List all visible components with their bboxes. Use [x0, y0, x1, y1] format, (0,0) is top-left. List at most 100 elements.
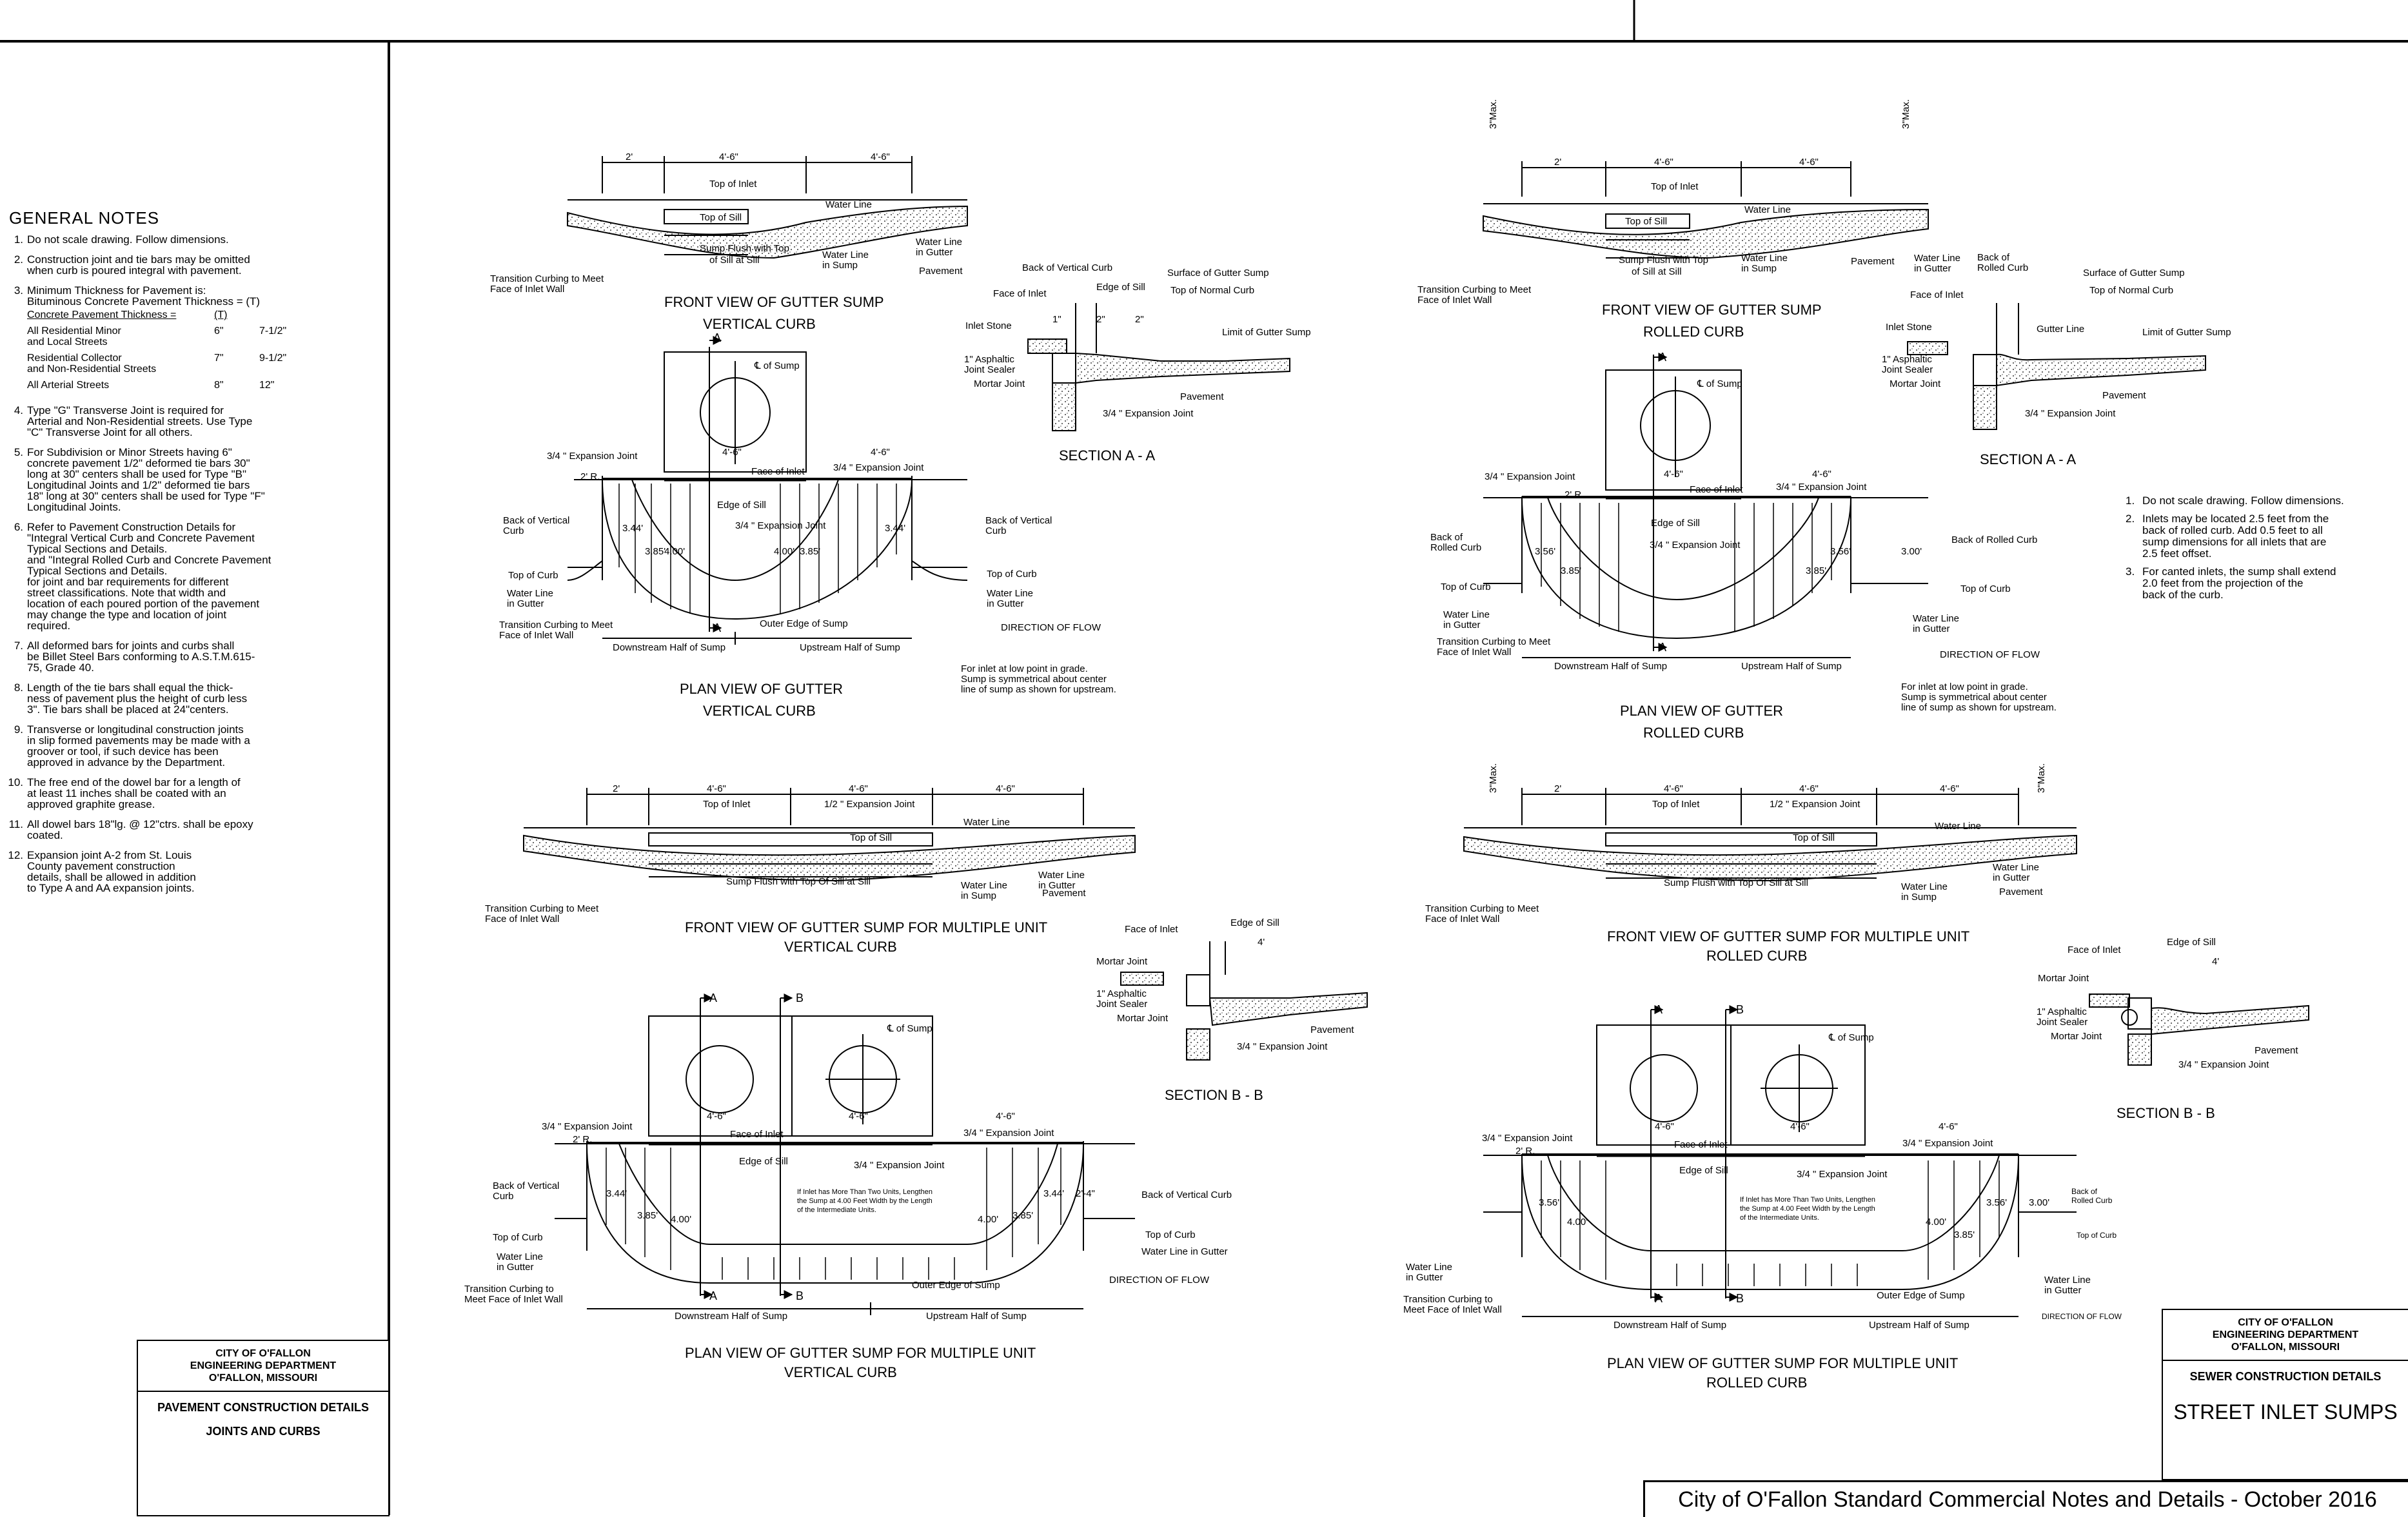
svg-text:For inlet at low point in grad: For inlet at low point in grade. [1901, 681, 2028, 692]
svg-text:PLAN VIEW OF GUTTER: PLAN VIEW OF GUTTER [1620, 703, 1783, 719]
svg-text:Water Line: Water Line [916, 237, 962, 248]
note-4: 4.Type "G" Transverse Joint is required … [14, 404, 253, 438]
svg-text:Top of Inlet: Top of Inlet [703, 799, 751, 810]
svg-text:3.00': 3.00' [1901, 546, 1922, 557]
svg-text:4'-6": 4'-6" [1940, 783, 1959, 794]
svg-text:3/4 " Expansion Joint: 3/4 " Expansion Joint [2178, 1059, 2269, 1070]
svg-text:A: A [1655, 1292, 1663, 1305]
svg-text:4.00': 4.00' [671, 1214, 691, 1225]
svg-text:3/4 " Expansion Joint: 3/4 " Expansion Joint [2025, 408, 2116, 419]
svg-text:in Gutter: in Gutter [916, 247, 953, 258]
svg-text:Upstream Half of Sump: Upstream Half of Sump [1741, 661, 1842, 672]
svg-text:3.85': 3.85' [1954, 1229, 1975, 1240]
svg-text:Mortar Joint: Mortar Joint [2038, 973, 2089, 984]
svg-text:2' R.: 2' R. [1515, 1146, 1535, 1157]
svg-text:4': 4' [1258, 937, 1265, 948]
svg-text:4'-6": 4'-6" [1799, 157, 1819, 168]
svg-text:3.44': 3.44' [885, 523, 905, 534]
svg-text:Back of Vertical: Back of Vertical [503, 515, 569, 526]
svg-text:2' R.: 2' R. [573, 1134, 592, 1145]
svg-text:3/4 " Expansion Joint: 3/4 " Expansion Joint [1650, 540, 1741, 551]
note-6: 6.Refer to Pavement Construction Details… [14, 521, 271, 632]
title-block-left-sheet: PAVEMENT CONSTRUCTION DETAILS [157, 1401, 369, 1414]
note-7: 7.All deformed bars for joints and curbs… [14, 640, 255, 674]
svg-text:Limit of Gutter Sump: Limit of Gutter Sump [1222, 327, 1311, 338]
svg-text:3.00': 3.00' [2029, 1197, 2049, 1208]
svg-text:line of sump as shown for upst: line of sump as shown for upstream. [1901, 702, 2057, 713]
svg-text:Mortar Joint: Mortar Joint [1117, 1013, 1169, 1024]
front-view-rolled-curb [1483, 161, 1929, 259]
front-view-vertical-curb [567, 156, 968, 259]
svg-text:3.85': 3.85' [1012, 1210, 1033, 1221]
general-notes-heading: GENERAL NOTES [9, 208, 160, 228]
plan-vertical-labels: A A ℄ of Sump 3/4 " Expansion Joint 2' R… [499, 331, 1116, 719]
note-2: 2.Construction joint and tie bars may be… [14, 253, 250, 277]
general-notes: GENERAL NOTES 1.Do not scale drawing. Fo… [6, 208, 290, 903]
svg-text:℄ of Sump: ℄ of Sump [1697, 378, 1742, 389]
svg-text:Surface of Gutter Sump: Surface of Gutter Sump [1167, 268, 1269, 279]
svg-text:4.00': 4.00' [664, 546, 685, 557]
svg-text:4'-6": 4'-6" [871, 152, 890, 162]
svg-text:Back of Vertical: Back of Vertical [985, 515, 1052, 526]
note-1: 1.Do not scale drawing. Follow dimension… [14, 233, 229, 246]
svg-text:3.85': 3.85' [637, 1210, 658, 1221]
svg-text:Pavement: Pavement [1310, 1024, 1354, 1035]
svg-text:3/4 " Expansion Joint: 3/4 " Expansion Joint [1482, 1133, 1573, 1144]
svg-text:For inlet at low point in grad: For inlet at low point in grade. [961, 663, 1088, 674]
svg-text:3"Max.: 3"Max. [1488, 763, 1499, 793]
svg-text:Top of Curb: Top of Curb [493, 1232, 543, 1243]
svg-text:2': 2' [1554, 783, 1561, 794]
svg-text:Back of Vertical Curb: Back of Vertical Curb [1022, 262, 1112, 273]
svg-text:PLAN VIEW OF GUTTER SUMP FOR M: PLAN VIEW OF GUTTER SUMP FOR MULTIPLE UN… [685, 1345, 1036, 1361]
svg-text:Face of Inlet Wall: Face of Inlet Wall [1425, 914, 1499, 925]
svg-text:Sump Flush with Top Of Sill at: Sump Flush with Top Of Sill at Sill [726, 876, 871, 887]
svg-text:Edge of Sill: Edge of Sill [739, 1156, 788, 1167]
svg-text:Rolled Curb: Rolled Curb [1977, 262, 2028, 273]
svg-text:Top of Curb: Top of Curb [1441, 582, 1491, 592]
svg-text:Back of Vertical Curb: Back of Vertical Curb [1141, 1189, 1232, 1200]
svg-text:VERTICAL CURB: VERTICAL CURB [703, 703, 816, 719]
svg-text:Downstream Half of Sump: Downstream Half of Sump [1554, 661, 1667, 672]
svg-text:A: A [709, 1289, 717, 1302]
svg-text:1" Asphaltic: 1" Asphaltic [964, 354, 1014, 365]
svg-text:Transition Curbing to Meet: Transition Curbing to Meet [499, 620, 613, 631]
svg-text:Water Line: Water Line [507, 588, 553, 599]
svg-text:Back of Vertical: Back of Vertical [493, 1180, 559, 1191]
svg-text:in Gutter: in Gutter [497, 1262, 534, 1273]
fv-multi-vertical-labels: 2' 4'-6" 4'-6" 4'-6" Top of Inlet 1/2 " … [485, 783, 1086, 955]
svg-text:Mortar Joint: Mortar Joint [1890, 378, 1941, 389]
svg-text:Water Line: Water Line [1443, 609, 1490, 620]
plan-view-multi-rolled [1483, 1005, 2077, 1317]
plan-rolled-ticks [1541, 503, 1832, 632]
svg-text:1/2 " Expansion Joint: 1/2 " Expansion Joint [1770, 799, 1860, 810]
plan-multi-rolled-labels: A B A B ℄ of Sump 3/4 " Expansion Joint … [1403, 1003, 2122, 1391]
svg-text:Downstream Half of Sump: Downstream Half of Sump [675, 1311, 787, 1322]
svg-text:Curb: Curb [985, 525, 1007, 536]
svg-text:3/4 " Expansion Joint: 3/4 " Expansion Joint [547, 451, 638, 462]
svg-text:Transition Curbing to: Transition Curbing to [464, 1284, 554, 1295]
svg-text:Face of Inlet: Face of Inlet [1674, 1139, 1728, 1150]
svg-text:3/4 " Expansion Joint: 3/4 " Expansion Joint [1797, 1169, 1888, 1180]
sump-note-1: 1.Do not scale drawing. Follow dimension… [2126, 494, 2344, 507]
svg-text:Inlet Stone: Inlet Stone [1886, 322, 1932, 333]
svg-text:Top of Curb: Top of Curb [987, 569, 1037, 580]
svg-text:4'-6": 4'-6" [719, 152, 738, 162]
svg-text:Sump Flush with Top Of Sill at: Sump Flush with Top Of Sill at Sill [1664, 877, 1808, 888]
svg-text:Top of Curb: Top of Curb [1960, 583, 2011, 594]
svg-text:Rolled Curb: Rolled Curb [1430, 542, 1481, 553]
svg-text:Transition Curbing to Meet: Transition Curbing to Meet [490, 273, 604, 284]
svg-text:4'-6": 4'-6" [996, 1111, 1015, 1122]
plan-multi-vertical-labels: A B A B ℄ of Sump 3/4 " Expansion Joint … [464, 992, 1232, 1380]
svg-text:Edge of Sill: Edge of Sill [1096, 282, 1145, 293]
svg-text:2' R.: 2' R. [1564, 489, 1584, 500]
svg-text:Pavement: Pavement [1851, 256, 1895, 267]
svg-text:Meet Face of Inlet Wall: Meet Face of Inlet Wall [464, 1294, 563, 1305]
svg-text:Water Line: Water Line [1741, 253, 1788, 264]
svg-text:in Gutter: in Gutter [1443, 620, 1481, 631]
svg-text:3.44': 3.44' [606, 1188, 627, 1199]
svg-text:Water Line: Water Line [961, 880, 1007, 891]
svg-text:Edge of Sill: Edge of Sill [1230, 917, 1279, 928]
svg-text:Top of Sill: Top of Sill [700, 212, 742, 223]
svg-text:Water Line: Water Line [987, 588, 1033, 599]
svg-text:3/4 " Expansion Joint: 3/4 " Expansion Joint [1237, 1041, 1328, 1052]
